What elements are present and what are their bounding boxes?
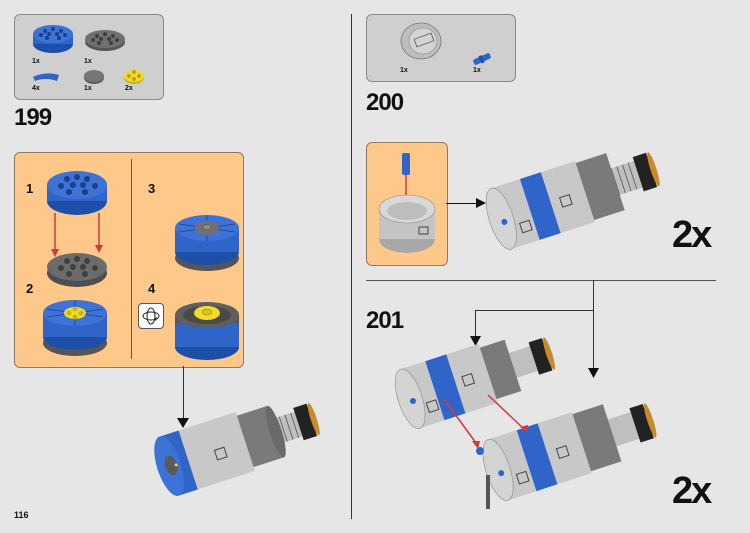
callout-connector [593, 280, 594, 370]
substep-number: 2 [26, 281, 34, 296]
step-201-upper-assembly [394, 337, 556, 429]
callout-connector [446, 203, 478, 204]
step-number: 199 [14, 104, 52, 131]
part-dark-gray-round-tile [84, 70, 104, 84]
step-199-parts-list: 1x 1x 4x 1x 2x [14, 14, 164, 100]
callout-connector [183, 366, 184, 422]
part-qty: 1x [400, 67, 408, 74]
step-200-parts-list: 1x 1x [366, 14, 516, 82]
arrow-right-icon [476, 198, 486, 208]
step-201-red-arrows [443, 394, 536, 455]
part-qty: 1x [84, 58, 92, 65]
part-qty: 1x [473, 67, 481, 74]
step-199-assembly [154, 402, 320, 497]
substep-4-illustration [175, 302, 239, 360]
part-blue-round-brick [33, 25, 73, 53]
page-number: 116 [14, 510, 29, 520]
callout-connector [475, 310, 476, 338]
arrow-down-icon [470, 336, 481, 346]
step-199-submodel-box: 1 2 3 4 [14, 152, 244, 368]
part-yellow-round-plate [124, 70, 144, 84]
substep-number: 3 [148, 181, 156, 196]
step-number: 200 [366, 89, 404, 116]
arrow-down-icon [588, 368, 599, 378]
step-200-submodel-box [366, 142, 448, 266]
rotate-model-icon [138, 303, 164, 329]
part-blue-curved-tile [33, 73, 59, 81]
multiplier: 2x [672, 214, 712, 256]
part-qty: 1x [84, 85, 92, 92]
column-divider [351, 14, 352, 519]
step-200-assembly [485, 152, 660, 250]
step-number: 201 [366, 307, 404, 334]
part-qty: 2x [125, 85, 133, 92]
substep-divider [131, 159, 132, 359]
part-light-gray-cylinder [400, 22, 442, 60]
submodel-illustration [378, 153, 436, 253]
part-dark-gray-round-plate [85, 30, 125, 51]
callout-connector [475, 310, 593, 311]
substep-1-illustration [47, 171, 107, 287]
substep-3-illustration [175, 215, 239, 271]
substep-number: 1 [26, 181, 34, 196]
step-divider [366, 280, 716, 281]
part-qty: 1x [32, 58, 40, 65]
multiplier: 2x [672, 470, 712, 512]
substep-2-illustration [43, 300, 107, 356]
part-blue-technic-pin [473, 53, 491, 65]
part-qty: 4x [32, 85, 40, 92]
step-201-lower-assembly [482, 403, 657, 509]
arrow-down-icon [177, 418, 189, 428]
substep-number: 4 [148, 281, 156, 296]
